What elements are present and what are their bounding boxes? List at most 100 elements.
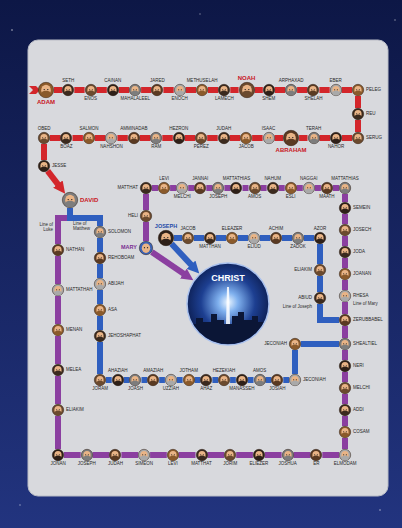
person-name: JODA bbox=[353, 250, 365, 255]
lineage-band bbox=[342, 394, 348, 404]
portrait-icon bbox=[283, 130, 299, 146]
lineage-band bbox=[124, 377, 130, 383]
person-name: JOSHUA bbox=[278, 462, 296, 467]
lineage-band bbox=[152, 185, 158, 191]
portrait-icon bbox=[94, 374, 106, 386]
person-name: JANNAI bbox=[192, 177, 208, 182]
portrait-icon bbox=[285, 182, 297, 194]
person-node: JORIM bbox=[224, 449, 236, 461]
person-name: DAVID bbox=[80, 197, 98, 203]
person-node: JACOB bbox=[182, 232, 194, 244]
lineage-band bbox=[292, 350, 298, 374]
person-node: ELIAKIM bbox=[314, 264, 326, 276]
person-node: REHOBOAM bbox=[94, 252, 106, 264]
person-node: ENOCH bbox=[174, 84, 186, 96]
portrait-icon bbox=[339, 449, 351, 461]
lineage-band bbox=[342, 87, 352, 93]
person-name: SETH bbox=[62, 79, 74, 84]
lineage-band bbox=[283, 377, 289, 383]
person-name: ELIUD bbox=[247, 245, 260, 250]
person-name: MELCHI bbox=[174, 195, 191, 200]
person-node: NAGGAI bbox=[303, 182, 315, 194]
lineage-band bbox=[275, 87, 285, 93]
person-node: LAMECH bbox=[218, 84, 230, 96]
portrait-icon bbox=[167, 449, 179, 461]
person-name: ELEAZER bbox=[222, 227, 243, 232]
person-name: PELEG bbox=[366, 88, 381, 93]
person-node: MELEA bbox=[52, 364, 64, 376]
lineage-band bbox=[142, 377, 148, 383]
person-name: MATTATHIAS bbox=[223, 177, 251, 182]
person-name: AZOR bbox=[314, 227, 327, 232]
person-node: MARY bbox=[139, 241, 153, 255]
person-node: JARED bbox=[151, 84, 163, 96]
person-name: JOTHAM bbox=[179, 369, 198, 374]
line-label: Line of Mary bbox=[353, 302, 378, 307]
person-name: RAM bbox=[151, 145, 161, 150]
lineage-band bbox=[143, 222, 149, 241]
lineage-band bbox=[163, 87, 173, 93]
lineage-band bbox=[97, 87, 107, 93]
person-node: AZOR bbox=[314, 232, 326, 244]
person-node: SERUG bbox=[352, 132, 364, 144]
portrait-icon bbox=[194, 182, 206, 194]
person-name: AMAZIAH bbox=[143, 369, 163, 374]
lineage-band bbox=[55, 296, 61, 324]
line-label: Line of Luke bbox=[33, 223, 53, 233]
person-name: JUDAH bbox=[108, 462, 123, 467]
lineage-band bbox=[224, 185, 230, 191]
portrait-icon bbox=[52, 449, 64, 461]
person-name: SHEM bbox=[262, 97, 275, 102]
person-node: JECONIAH bbox=[289, 338, 301, 350]
portrait-icon bbox=[218, 374, 230, 386]
portrait-icon bbox=[38, 132, 50, 144]
person-node: MANASSEH bbox=[236, 374, 248, 386]
person-node: UZZIAH bbox=[165, 374, 177, 386]
person-name: OBED bbox=[38, 127, 51, 132]
person-name: MANASSEH bbox=[229, 387, 254, 392]
portrait-icon bbox=[52, 324, 64, 336]
person-node: SHELAH bbox=[307, 84, 319, 96]
person-node: JOASH bbox=[129, 374, 141, 386]
portrait-icon bbox=[339, 426, 351, 438]
portrait-icon bbox=[339, 182, 351, 194]
portrait-icon bbox=[267, 182, 279, 194]
person-node: ASA bbox=[94, 304, 106, 316]
person-node: SETH bbox=[62, 84, 74, 96]
person-node: ACHIM bbox=[270, 232, 282, 244]
person-name: AMOS bbox=[253, 369, 266, 374]
person-name: MATTATHAH bbox=[66, 288, 93, 293]
person-node: DAVID bbox=[62, 192, 78, 208]
person-node: AMOS bbox=[254, 374, 266, 386]
portrait-icon bbox=[224, 449, 236, 461]
lineage-band bbox=[170, 185, 176, 191]
lineage-band bbox=[64, 452, 81, 458]
person-node: NERI bbox=[339, 360, 351, 372]
lineage-band bbox=[342, 350, 348, 360]
portrait-icon bbox=[140, 210, 152, 222]
person-node: JODA bbox=[339, 246, 351, 258]
person-name: JECONIAH bbox=[264, 342, 287, 347]
portrait-icon bbox=[62, 84, 74, 96]
portrait-icon bbox=[263, 132, 275, 144]
lineage-band bbox=[97, 238, 103, 252]
person-node: SEMEIN bbox=[339, 202, 351, 214]
person-node: ZADOK bbox=[292, 232, 304, 244]
lineage-band bbox=[162, 135, 173, 141]
portrait-icon bbox=[81, 449, 93, 461]
person-node: MATTATHAH bbox=[52, 284, 64, 296]
lineage-band bbox=[50, 135, 61, 141]
portrait-icon bbox=[226, 232, 238, 244]
person-name: NAHSHON bbox=[100, 145, 123, 150]
portrait-icon bbox=[107, 84, 119, 96]
portrait-icon bbox=[83, 132, 95, 144]
lineage-band bbox=[212, 377, 218, 383]
lineage-band bbox=[150, 452, 167, 458]
person-node: AMMINADAB bbox=[128, 132, 140, 144]
person-node: JECONIAH bbox=[289, 374, 301, 386]
lineage-band bbox=[185, 135, 195, 141]
lineage-band bbox=[297, 87, 307, 93]
person-node: JOSEPH bbox=[81, 449, 93, 461]
lineage-band bbox=[140, 135, 151, 141]
portrait-icon bbox=[52, 364, 64, 376]
